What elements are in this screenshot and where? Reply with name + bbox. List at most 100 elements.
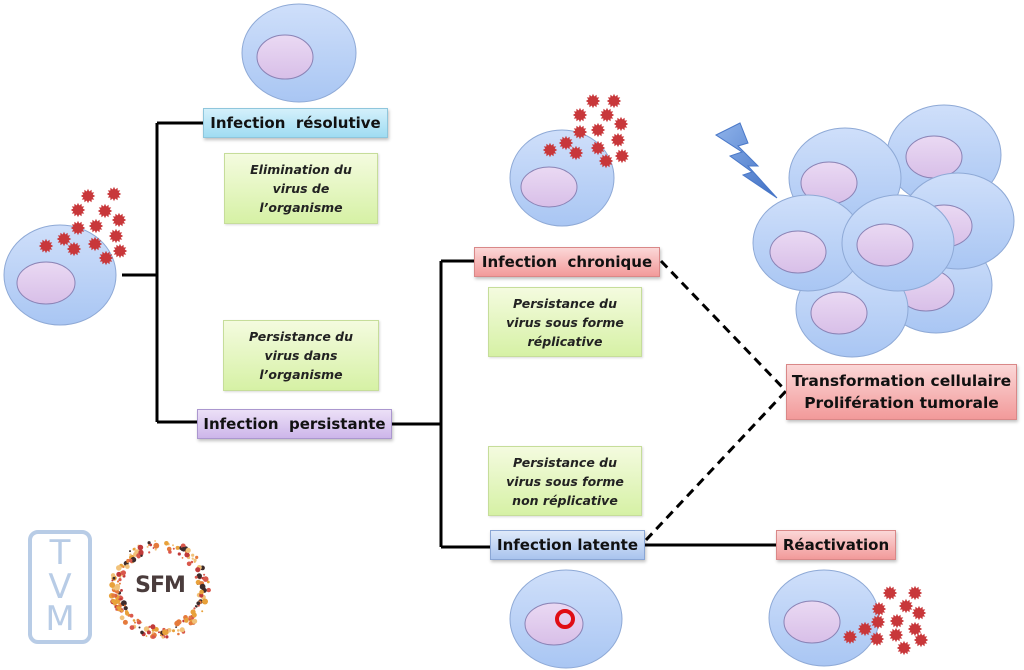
sfm-dot [125, 564, 130, 569]
note-line: virus sous forme [506, 314, 624, 330]
sfm-dot [185, 547, 191, 554]
sfm-dot [175, 545, 180, 550]
sfm-dot [119, 598, 123, 601]
sfm-dot [125, 611, 130, 616]
sfm-dot [172, 544, 174, 547]
sfm-dot [123, 606, 128, 611]
sfm-logo: SFM [112, 541, 208, 637]
note-elimination: Elimination du virus de l’organisme [224, 153, 378, 224]
infected-cell-icon [3, 186, 128, 326]
node-infection-chronique[interactable]: Infection chronique [474, 247, 660, 277]
sfm-dot [196, 601, 201, 606]
sfm-dot [116, 565, 122, 571]
sfm-dot [190, 560, 194, 564]
sfm-dot [115, 608, 118, 611]
tumor-cell [841, 194, 955, 292]
sfm-dot [205, 578, 209, 581]
sfm-dot [111, 579, 114, 582]
sfm-dot [150, 624, 156, 630]
node-infection-resolutive[interactable]: Infection résolutive [203, 108, 388, 138]
sfm-dot [116, 580, 120, 583]
sfm-dot [149, 543, 153, 547]
sfm-dot [143, 626, 150, 632]
note-persistance-organisme: Persistance du virus dans l’organisme [223, 320, 379, 391]
sfm-dot [111, 593, 116, 598]
sfm-dot [206, 587, 211, 593]
node-label-line1: Transformation cellulaire [791, 372, 1012, 390]
edge-chronique-transformation [659, 259, 788, 393]
sfm-dot [199, 589, 204, 595]
node-infection-persistante[interactable]: Infection persistante [197, 409, 392, 439]
edge-branch-chronique-latente [439, 259, 490, 549]
sfm-dot [199, 583, 206, 590]
sfm-dot [147, 544, 150, 546]
note-line: non réplicative [512, 492, 618, 508]
sfm-dot [154, 627, 159, 632]
note-line: virus de [272, 181, 330, 196]
sfm-dot [112, 576, 116, 580]
sfm-dot [162, 629, 169, 636]
sfm-dot [166, 546, 172, 552]
sfm-dot [188, 621, 193, 626]
lightning-icon [714, 122, 778, 199]
sfm-ring-icon [108, 540, 211, 639]
node-infection-latente[interactable]: Infection latente [490, 530, 645, 560]
sfm-dot [120, 609, 124, 613]
note-persistance-non-replicative: Persistance du virus sous forme non répl… [488, 446, 642, 516]
sfm-dot [175, 626, 178, 628]
note-line: virus dans [264, 348, 338, 363]
sfm-dot [191, 557, 194, 560]
sfm-dot [130, 561, 133, 563]
sfm-dot [201, 610, 204, 613]
sfm-dot [146, 630, 151, 635]
note-line: Persistance du [512, 295, 617, 311]
sfm-dot [114, 583, 121, 590]
sfm-dot [180, 549, 183, 551]
sfm-dot [129, 553, 132, 556]
sfm-dot [193, 558, 197, 562]
sfm-dot [154, 548, 157, 551]
node-label: Infection résolutive [210, 114, 381, 132]
tvm-letter: M [45, 599, 75, 639]
node-reactivation[interactable]: Réactivation [776, 530, 896, 560]
sfm-dot [151, 635, 156, 639]
reactivated-cell-icon [768, 569, 929, 667]
sfm-dot [184, 617, 189, 623]
note-line: réplicative [527, 333, 603, 349]
sfm-dot [110, 573, 116, 578]
sfm-dot [154, 540, 157, 542]
sfm-dot [192, 618, 198, 624]
sfm-dot [138, 549, 144, 556]
node-label-line2: Prolifération tumorale [804, 394, 999, 412]
sfm-dot [109, 582, 116, 588]
note-line: Persistance du [512, 454, 617, 470]
sfm-dot [199, 593, 204, 598]
sfm-dot [164, 541, 169, 546]
viral-episome-icon [555, 609, 575, 629]
node-label: Réactivation [782, 536, 890, 554]
sfm-dot [148, 625, 151, 629]
sfm-dot [206, 580, 210, 584]
sfm-dot [195, 567, 201, 573]
sfm-dot [177, 632, 180, 636]
node-transformation-cellulaire[interactable]: Transformation cellulaire Prolifération … [786, 364, 1017, 420]
sfm-dot [151, 631, 154, 634]
sfm-dot [119, 615, 125, 621]
sfm-dot [190, 609, 196, 615]
sfm-dot [146, 545, 149, 548]
sfm-dot [181, 557, 184, 559]
sfm-dot [120, 570, 126, 576]
node-label: Infection latente [497, 536, 638, 554]
sfm-dot [158, 631, 160, 634]
sfm-dot [136, 618, 140, 622]
tumor-cluster-icon [752, 104, 1015, 358]
sfm-dot [120, 589, 123, 592]
sfm-dot [159, 634, 162, 637]
tvm-letter: V [48, 567, 72, 607]
sfm-dot [202, 598, 208, 605]
note-line: Elimination du [250, 162, 352, 177]
sfm-dot [172, 629, 175, 633]
sfm-dot [140, 630, 144, 635]
sfm-dot [193, 607, 196, 610]
sfm-dot [196, 573, 202, 579]
